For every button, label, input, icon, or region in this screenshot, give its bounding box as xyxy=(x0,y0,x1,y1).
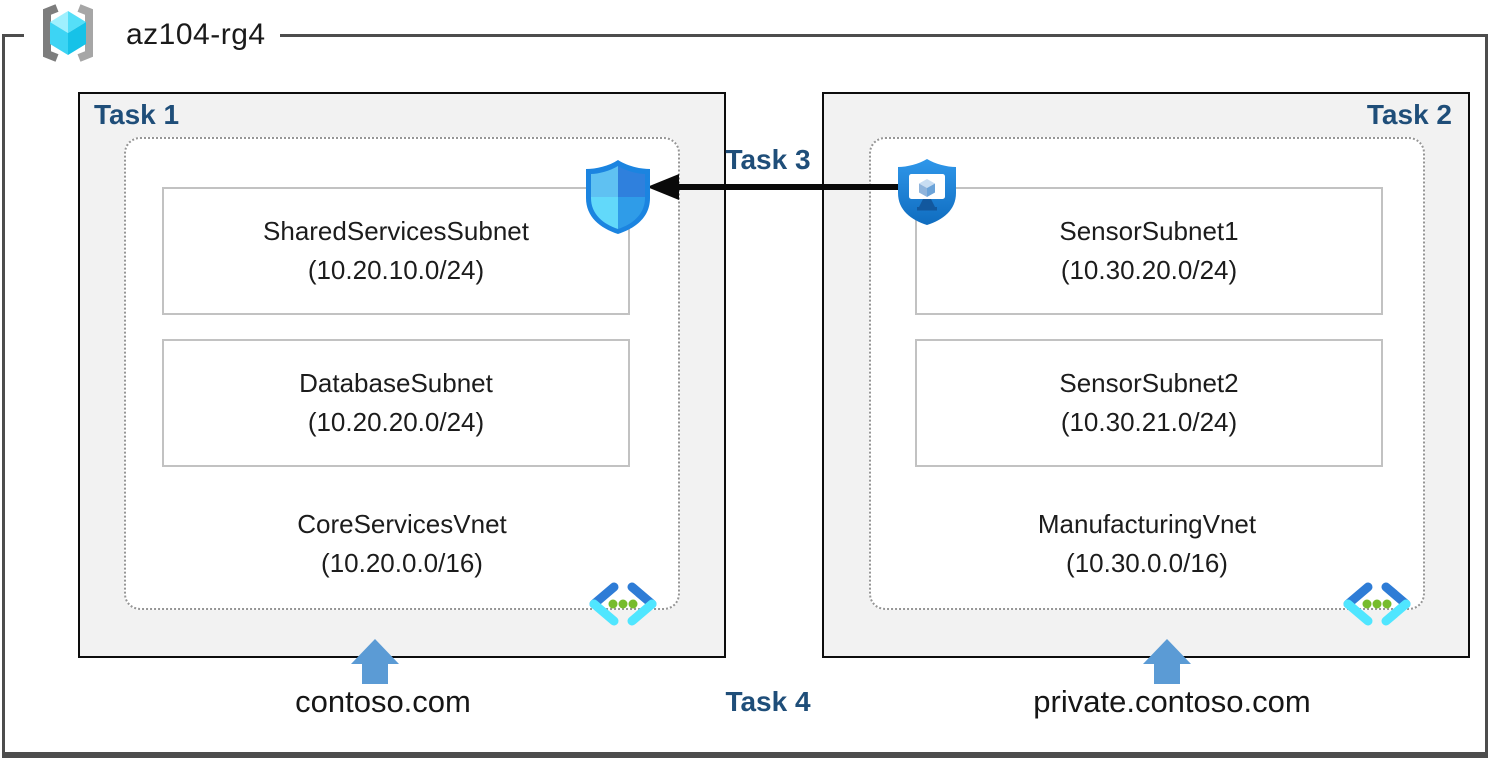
resource-group-icon xyxy=(30,3,106,67)
nsg-shield-icon xyxy=(583,158,653,241)
resource-group-name: az104-rg4 xyxy=(126,18,266,51)
contoso-dns-label: contoso.com xyxy=(295,684,471,719)
virtual-network-icon xyxy=(586,579,660,634)
arrow-head xyxy=(351,639,399,664)
up-arrow-icon xyxy=(1143,639,1191,684)
sensor-subnet2-box: SensorSubnet2 (10.30.21.0/24) xyxy=(915,339,1383,467)
asg-shield-icon xyxy=(895,157,959,232)
up-arrow-icon xyxy=(351,639,399,684)
resource-group-legend: az104-rg4 xyxy=(24,3,280,67)
vnet-name: CoreServicesVnet xyxy=(297,509,507,539)
sensor-subnet1-box: SensorSubnet1 (10.30.20.0/24) xyxy=(915,187,1383,315)
vnet-cidr: (10.20.0.0/16) xyxy=(321,548,483,578)
shared-services-subnet-box: SharedServicesSubnet (10.20.10.0/24) xyxy=(162,187,630,315)
manufacturing-vnet-label: ManufacturingVnet (10.30.0.0/16) xyxy=(869,505,1425,583)
core-services-vnet-label: CoreServicesVnet (10.20.0.0/16) xyxy=(124,505,680,583)
task3-label: Task 3 xyxy=(725,144,811,175)
task2-label: Task 2 xyxy=(1366,99,1452,130)
peering-arrow-icon xyxy=(645,169,903,210)
arrow-shaft xyxy=(362,664,388,684)
subnet-name: SharedServicesSubnet xyxy=(263,216,529,246)
subnet-cidr: (10.30.21.0/24) xyxy=(1060,407,1238,437)
subnet-name: DatabaseSubnet xyxy=(299,368,493,398)
subnet-cidr: (10.20.20.0/24) xyxy=(307,407,485,437)
task4-label: Task 4 xyxy=(725,686,811,717)
database-subnet-box: DatabaseSubnet (10.20.20.0/24) xyxy=(162,339,630,467)
vnet-name: ManufacturingVnet xyxy=(1037,509,1257,539)
subnet-cidr: (10.20.10.0/24) xyxy=(307,255,485,285)
arrow-head xyxy=(1143,639,1191,664)
vnet-cidr: (10.30.0.0/16) xyxy=(1066,548,1228,578)
subnet-name: SensorSubnet2 xyxy=(1059,368,1239,398)
subnet-cidr: (10.30.20.0/24) xyxy=(1060,255,1238,285)
arrow-shaft xyxy=(1154,664,1180,684)
virtual-network-icon xyxy=(1340,579,1414,634)
resource-group-frame xyxy=(2,34,1488,758)
subnet-name: SensorSubnet1 xyxy=(1059,216,1239,246)
task1-label: Task 1 xyxy=(94,99,180,130)
private-contoso-dns-label: private.contoso.com xyxy=(1033,684,1311,719)
